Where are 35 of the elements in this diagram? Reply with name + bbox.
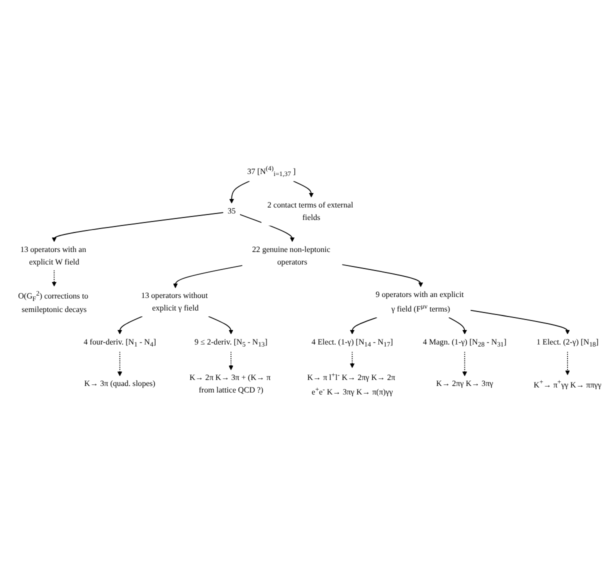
arrow <box>229 180 250 204</box>
arrow <box>117 351 122 376</box>
arrow <box>292 180 314 198</box>
node-text: K→ π l$^{+}$l$^{-}$ K→ 2πγ K→ 2π e$^{+}$e$^{-}$ K→ 3πγ K→ π(π)γγ <box>307 371 396 397</box>
node-text: 35 <box>228 207 236 216</box>
arrow <box>342 264 424 288</box>
arrow <box>448 317 468 334</box>
arrow <box>228 351 234 370</box>
node-text: 9 operators with an explicit γ field (F$^{μν}$ terms) <box>376 290 464 314</box>
arrow <box>350 351 355 368</box>
node-text: K→ 2π K→ 3π + (K→ π from lattice QCD ?) <box>189 374 271 394</box>
node-text: 22 genuine non-leptonic operators <box>252 246 330 266</box>
arrow <box>52 270 57 286</box>
node-text: K$^{+}$→ π$^{+}$γγ K→ ππγγ <box>534 378 602 390</box>
node-text: 2 contact terms of external fields <box>267 201 354 222</box>
node-text: 4 four-deriv. [N$_{1}$ - N$_{4}$] <box>84 338 156 348</box>
arrow <box>462 351 468 376</box>
arrow <box>470 310 570 334</box>
arrow <box>117 316 143 334</box>
arrow <box>173 265 243 288</box>
node-text: 13 operators without explicit γ field <box>141 292 208 312</box>
arrow <box>350 317 378 334</box>
node-text: 1 Elect. (2-γ) [N$_{18}$] <box>536 338 599 348</box>
node-text: K→ 2πγ K→ 3πγ <box>436 380 494 388</box>
node-text: 13 operators with an explicit W field <box>20 246 86 266</box>
arrow <box>240 214 295 242</box>
node-text: 9 ≤ 2-deriv. [N$_{5}$ - N$_{13}$] <box>194 338 268 348</box>
node-text: K→ 3π (quad. slopes) <box>84 380 156 388</box>
arrow <box>52 212 224 242</box>
arrow <box>208 316 234 334</box>
arrow <box>565 351 570 376</box>
node-text: 4 Magn. (1-γ) [N$_{28}$ - N$_{31}$] <box>422 338 506 348</box>
node-text: 4 Elect. (1-γ) [N$_{14}$ - N$_{17}$] <box>312 338 393 348</box>
node-text: 37 [N$^{(4)}$$_{i=1,37}$ ] <box>247 164 296 178</box>
node-text: O(G$_{F}$$^{2}$) corrections to semileptonic decays <box>18 290 88 314</box>
